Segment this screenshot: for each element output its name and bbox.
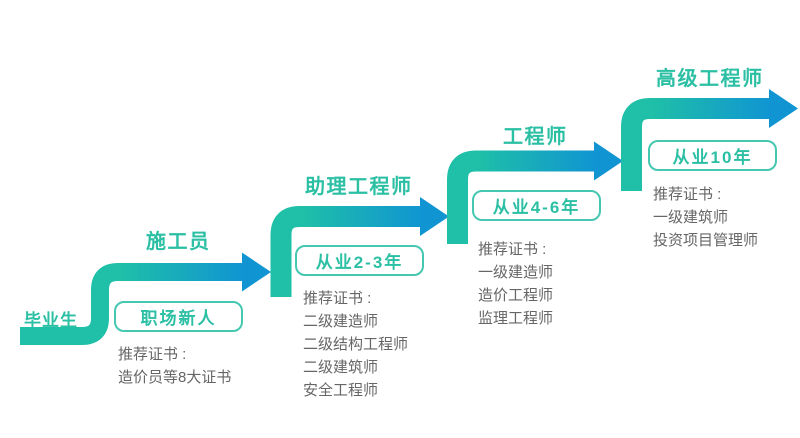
badge-workplace-newcomer: 职场新人 bbox=[114, 301, 243, 332]
step-4-arrowhead-icon bbox=[769, 89, 798, 128]
cert-item: 安全工程师 bbox=[303, 382, 379, 399]
cert-item: 投资项目管理师 bbox=[653, 232, 759, 249]
cert-item: 二级建造师 bbox=[303, 313, 379, 330]
cert-item: 造价工程师 bbox=[478, 287, 554, 304]
step-4-arrow-track bbox=[621, 98, 770, 191]
badge-years-4-6: 从业4-6年 bbox=[472, 190, 601, 221]
stage-label-senior-engineer: 高级工程师 bbox=[656, 68, 764, 90]
stage-label-assistant-engineer: 助理工程师 bbox=[305, 176, 413, 198]
cert-block-stage-3: 推荐证书 : 一级建造师 造价工程师 监理工程师 bbox=[478, 238, 553, 330]
step-3-arrowhead-icon bbox=[594, 141, 623, 181]
stage-label-engineer: 工程师 bbox=[503, 126, 568, 148]
step-2-arrowhead-icon bbox=[420, 197, 449, 236]
cert-heading: 推荐证书 : bbox=[303, 290, 372, 307]
stage-label-graduate: 毕业生 bbox=[24, 311, 78, 330]
step-3-arrow-track bbox=[447, 150, 595, 244]
cert-item: 一级建筑师 bbox=[653, 209, 729, 226]
cert-item: 监理工程师 bbox=[478, 310, 554, 327]
cert-heading: 推荐证书 : bbox=[118, 346, 187, 363]
badge-years-2-3: 从业2-3年 bbox=[295, 245, 424, 276]
cert-item: 一级建造师 bbox=[478, 264, 554, 281]
cert-item: 造价员等8大证书 bbox=[118, 369, 232, 386]
cert-heading: 推荐证书 : bbox=[478, 241, 547, 258]
cert-heading: 推荐证书 : bbox=[653, 186, 722, 203]
cert-item: 二级结构工程师 bbox=[303, 336, 409, 353]
badge-years-10: 从业10年 bbox=[648, 140, 777, 171]
step-1-arrowhead-icon bbox=[242, 252, 271, 292]
step-1-arrow-track bbox=[20, 263, 243, 345]
cert-item: 二级建筑师 bbox=[303, 359, 379, 376]
cert-block-stage-4: 推荐证书 : 一级建筑师 投资项目管理师 bbox=[653, 183, 758, 252]
stage-label-construction-worker: 施工员 bbox=[146, 231, 211, 253]
step-2-arrow-track bbox=[270, 206, 421, 297]
cert-block-stage-2: 推荐证书 : 二级建造师 二级结构工程师 二级建筑师 安全工程师 bbox=[303, 287, 408, 402]
cert-block-stage-1: 推荐证书 : 造价员等8大证书 bbox=[118, 343, 231, 389]
